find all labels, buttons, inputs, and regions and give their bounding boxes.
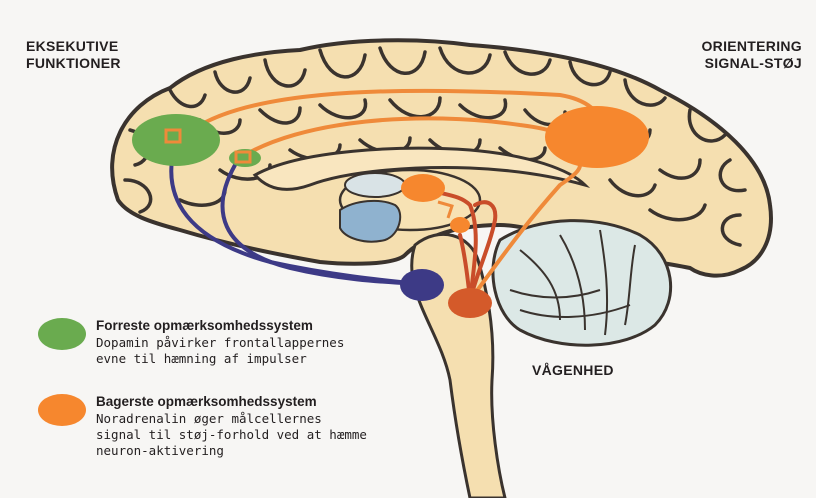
wakefulness-label: VÅGENHED (532, 362, 614, 379)
legend-anterior: Forreste opmærksomhedssystem Dopamin påv… (38, 318, 438, 378)
legend-anterior-line2: evne til hæmning af impulser (96, 351, 344, 367)
executive-line1: EKSEKUTIVE (26, 38, 118, 54)
orienting-label: ORIENTERING SIGNAL-STØJ (701, 38, 802, 72)
pulvinar-region (401, 174, 445, 202)
legend-posterior-swatch (38, 394, 86, 426)
superior-colliculus-region (450, 217, 470, 233)
legend-posterior-line2: signal til støj-forhold ved at hæmme (96, 427, 367, 443)
ventricle (340, 201, 400, 242)
legend-anterior-swatch (38, 318, 86, 350)
legend-posterior: Bagerste opmærksomhedssystem Noradrenali… (38, 394, 438, 474)
legend-posterior-line1: Noradrenalin øger målcellernes (96, 411, 367, 427)
legend-posterior-line3: neuron-aktivering (96, 443, 367, 459)
executive-line2: FUNKTIONER (26, 55, 121, 71)
locus-coeruleus-region (448, 288, 492, 318)
legend-anterior-line1: Dopamin påvirker frontallappernes (96, 335, 344, 351)
legend-posterior-title: Bagerste opmærksomhedssystem (96, 394, 367, 410)
orienting-line2: SIGNAL-STØJ (705, 55, 802, 71)
ventricle-upper (345, 173, 405, 197)
vta-region (400, 269, 444, 301)
executive-functions-label: EKSEKUTIVE FUNKTIONER (26, 38, 121, 72)
posterior-parietal-region (545, 106, 649, 168)
orienting-line1: ORIENTERING (701, 38, 802, 54)
legend-anterior-title: Forreste opmærksomhedssystem (96, 318, 344, 334)
cerebellum (493, 221, 671, 346)
anterior-prefrontal-region (132, 114, 220, 166)
